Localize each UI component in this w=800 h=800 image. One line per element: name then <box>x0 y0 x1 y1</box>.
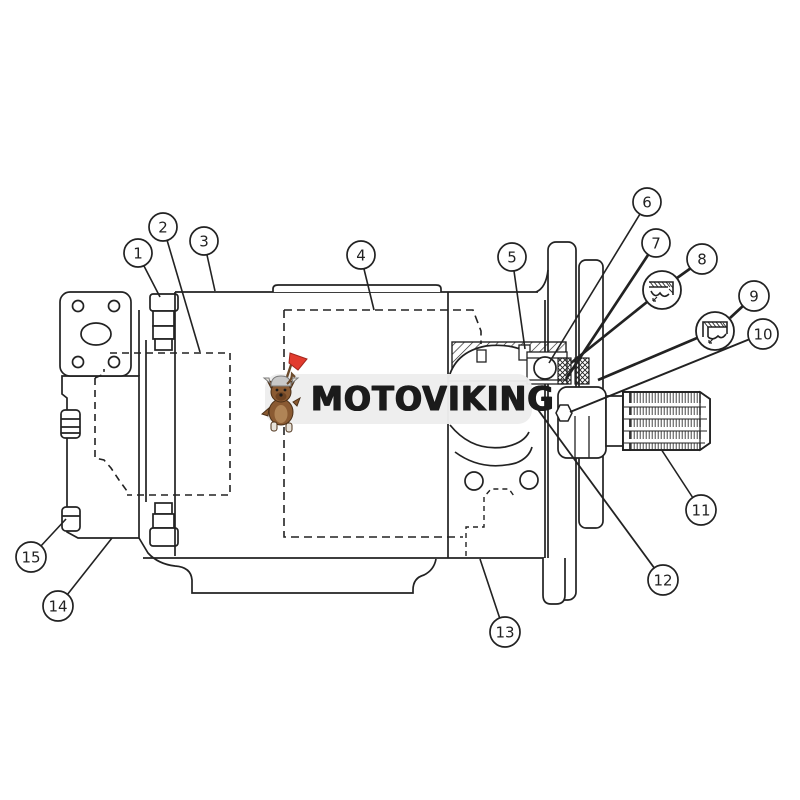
rear-cover-details <box>449 424 539 556</box>
leader-10 <box>569 338 751 413</box>
callout-label: 5 <box>507 249 517 267</box>
leader-15 <box>39 518 67 548</box>
leader-9b <box>597 336 698 382</box>
callout-10: 10 <box>747 318 779 350</box>
leader-9a <box>729 304 745 319</box>
callout-13: 13 <box>489 616 521 648</box>
splined-shaft <box>622 390 711 452</box>
red-flag <box>288 352 308 371</box>
callout-label: 10 <box>753 326 772 344</box>
leader-5 <box>513 270 526 350</box>
flange-bolt-hole <box>107 355 121 369</box>
callout-14: 14 <box>42 590 74 622</box>
brand-wordmark: MOTOVIKING <box>311 378 555 420</box>
viking-dog-logo <box>261 352 308 433</box>
section-detail <box>446 341 711 459</box>
side-clamp-lower <box>61 506 81 532</box>
callout-9: 9 <box>738 280 770 312</box>
callout-label: 11 <box>691 502 710 520</box>
callout-label: 2 <box>158 219 168 237</box>
seal-cross-section-icon <box>702 321 728 344</box>
callout-label: 4 <box>356 247 366 265</box>
flange-fillet <box>535 269 549 293</box>
mounting-foot <box>138 537 437 594</box>
adapter-plate-lines <box>138 310 147 502</box>
callout-3: 3 <box>189 226 219 256</box>
leader-12 <box>535 406 656 570</box>
snap-ring-detail <box>476 349 487 363</box>
inlet-flange-assembly <box>59 291 231 547</box>
valve-column <box>61 375 140 539</box>
callout-label: 15 <box>21 549 40 567</box>
callout-label: 7 <box>651 235 661 253</box>
seal-inner <box>574 357 590 385</box>
leader-8b <box>570 300 648 365</box>
port-fitting-bottom <box>149 502 179 547</box>
viking-helmet <box>270 375 292 387</box>
front-rear-joint <box>447 292 546 558</box>
callout-label: 1 <box>133 245 143 263</box>
rear-foot <box>542 558 566 605</box>
cavity-dashed-outline <box>283 309 482 538</box>
watermark-band: MOTOVIKING <box>261 352 554 433</box>
callout-label: 12 <box>653 572 672 590</box>
side-clamp-upper <box>60 409 81 439</box>
callout-7: 7 <box>641 228 671 258</box>
hex-plug <box>555 404 573 422</box>
leader-14 <box>66 537 113 596</box>
callout-5: 5 <box>497 242 527 272</box>
callout-label: 13 <box>495 624 514 642</box>
flange-port-oval <box>80 322 112 346</box>
flange-bolt-hole <box>71 299 85 313</box>
bearing-ball <box>533 356 557 380</box>
leader-7 <box>564 254 650 380</box>
callout-label: 9 <box>749 288 759 306</box>
leader-3 <box>206 254 216 292</box>
callout-2: 2 <box>148 212 178 242</box>
leader-6 <box>548 213 641 364</box>
callout-label: 3 <box>199 233 209 251</box>
callout-4: 4 <box>346 240 376 270</box>
callouts: 1 2 3 4 5 6 7 8 <box>15 187 779 648</box>
callout-11: 11 <box>685 494 717 526</box>
shaft-neck <box>605 395 624 447</box>
leader-1 <box>143 265 161 298</box>
flange-bolt-hole <box>107 299 121 313</box>
callout-label: 14 <box>48 598 67 616</box>
port-fitting-top <box>149 293 179 351</box>
callout-15: 15 <box>15 541 47 573</box>
callout-label: 6 <box>642 194 652 212</box>
pump-housing <box>138 284 546 594</box>
flange-bolt-hole <box>71 355 85 369</box>
callout-6: 6 <box>632 187 662 217</box>
callout-8: 8 <box>686 243 718 275</box>
leader-lines <box>39 213 751 620</box>
leader-8a <box>676 266 692 280</box>
leader-4 <box>363 268 375 311</box>
callout-1: 1 <box>123 238 153 268</box>
detail-bubble-seal-a <box>642 270 682 310</box>
leader-13 <box>479 558 501 620</box>
hidden-passage-dashed <box>94 352 231 496</box>
callout-12: 12 <box>647 564 679 596</box>
seal-outer <box>557 357 572 385</box>
flange-plate <box>59 291 132 377</box>
callout-label: 8 <box>697 251 707 269</box>
seal-cross-section-icon <box>649 281 674 302</box>
top-cap <box>272 284 442 292</box>
leader-11 <box>660 448 694 499</box>
leader-2 <box>166 239 201 353</box>
detail-bubble-seal-b <box>695 311 735 351</box>
